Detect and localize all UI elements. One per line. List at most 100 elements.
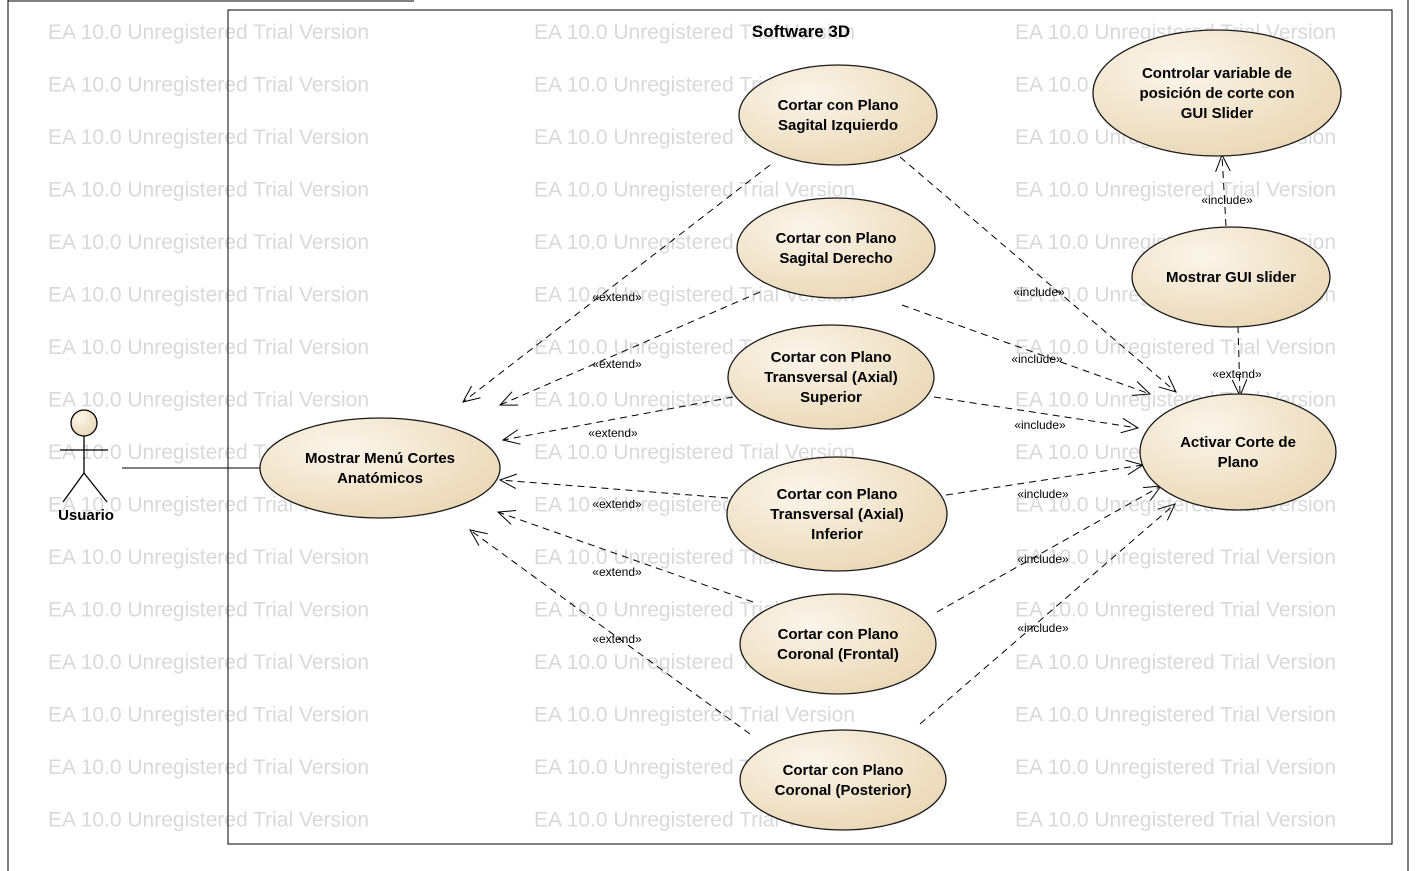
relationship-arrowhead — [498, 473, 518, 490]
system-boundary-title: Software 3D — [752, 22, 850, 41]
relationship-stereotype-label: «extend» — [1212, 367, 1262, 381]
use-case-label: Sagital Derecho — [779, 250, 892, 267]
use-case-controlar[interactable]: Controlar variable de posición de corte c… — [1092, 29, 1342, 157]
relationship-arrowhead — [1157, 503, 1176, 521]
relationship-sag_izq-menu[interactable]: «extend» — [462, 164, 771, 403]
use-case-label: Coronal (Frontal) — [777, 646, 899, 663]
relationship-stereotype-label: «include» — [1011, 352, 1063, 366]
relationship-arrowhead — [1120, 417, 1140, 434]
relationship-line — [469, 529, 751, 735]
relationship-arrowhead — [496, 510, 516, 525]
use-case-ellipse — [259, 417, 501, 519]
relationship-arrowhead — [498, 391, 519, 406]
relationship-stereotype-label: «extend» — [588, 426, 638, 440]
relationship-stereotype-label: «include» — [1014, 418, 1066, 432]
use-case-label: Cortar con Plano — [778, 97, 899, 114]
use-case-label: Transversal (Axial) — [770, 506, 903, 523]
use-case-label: Anatómicos — [337, 470, 423, 487]
use-case-ellipse — [1139, 393, 1337, 511]
relationship-arrowhead — [501, 429, 521, 445]
watermark-text: EA 10.0 Unregistered Trial Version — [1015, 179, 1336, 202]
watermark-text: EA 10.0 Unregistered Trial Version — [48, 546, 369, 569]
watermark-text: EA 10.0 Unregistered Trial Version — [1015, 756, 1336, 779]
actor-label: Usuario — [58, 507, 114, 524]
use-case-ellipse — [739, 729, 947, 831]
watermark-text: EA 10.0 Unregistered Trial Version — [1015, 651, 1336, 674]
actor-usuario[interactable]: Usuario — [58, 409, 114, 524]
relationship-stereotype-label: «extend» — [592, 497, 642, 511]
watermark-text: EA 10.0 Unregistered Trial Version — [534, 704, 855, 727]
use-case-label: Controlar variable de — [1142, 65, 1292, 82]
use-case-label: Cortar con Plano — [771, 349, 892, 366]
relationship-stereotype-label: «extend» — [592, 357, 642, 371]
relationship-stereotype-label: «include» — [1201, 193, 1253, 207]
watermark-text: EA 10.0 Unregistered Trial Version — [48, 231, 369, 254]
watermark-text: EA 10.0 Unregistered Trial Version — [534, 284, 855, 307]
watermark-text: EA 10.0 Unregistered Trial Version — [1015, 599, 1336, 622]
use-case-ellipse — [1131, 226, 1331, 328]
use-case-label: Activar Corte de — [1180, 434, 1296, 451]
relationship-trans_inf-menu[interactable]: «extend» — [498, 473, 729, 511]
watermark-text: EA 10.0 Unregistered Trial Version — [48, 21, 369, 44]
relationship-stereotype-label: «include» — [1017, 552, 1069, 566]
use-case-label: Plano — [1218, 454, 1259, 471]
use-case-activar[interactable]: Activar Corte de Plano — [1139, 393, 1337, 511]
use-case-ellipse — [738, 64, 938, 166]
relationship-line — [899, 156, 1177, 393]
use-case-label: Cortar con Plano — [776, 230, 897, 247]
actor-left-leg — [62, 472, 85, 503]
use-case-ellipse — [727, 324, 935, 430]
relationship-sag_izq-activar[interactable]: «include» — [899, 156, 1177, 393]
use-case-label: Inferior — [811, 526, 863, 543]
use-case-label: Cortar con Plano — [777, 486, 898, 503]
actor-right-leg — [83, 472, 108, 503]
relationship-arrowhead — [1132, 381, 1152, 396]
relationships-layer: «extend» «extend» «extend» «extend» «extend»… — [462, 153, 1262, 735]
watermark-text: EA 10.0 Unregistered Trial Version — [534, 441, 855, 464]
watermark-text: EA 10.0 Unregistered Trial Version — [1015, 704, 1336, 727]
use-case-label: GUI Slider — [1181, 105, 1254, 122]
use-case-gui-slider[interactable]: Mostrar GUI slider — [1131, 226, 1331, 328]
watermark-text: EA 10.0 Unregistered Trial Version — [534, 179, 855, 202]
relationship-line — [945, 464, 1144, 496]
use-case-label: Transversal (Axial) — [764, 369, 897, 386]
relationship-stereotype-label: «extend» — [592, 290, 642, 304]
use-case-label: posición de corte con — [1139, 85, 1294, 102]
relationship-trans_sup-activar[interactable]: «include» — [933, 396, 1140, 434]
watermark-text: EA 10.0 Unregistered Trial Version — [48, 809, 369, 832]
relationship-trans_sup-menu[interactable]: «extend» — [501, 396, 734, 445]
relationship-cor_front-menu[interactable]: «extend» — [496, 510, 754, 603]
relationship-sag_der-menu[interactable]: «extend» — [498, 291, 761, 406]
relationship-sag_der-activar[interactable]: «include» — [901, 304, 1152, 396]
watermark-text: EA 10.0 Unregistered Trial Version — [48, 74, 369, 97]
use-case-label: Superior — [800, 389, 862, 406]
relationship-cor_post-menu[interactable]: «extend» — [469, 529, 751, 735]
watermark-text: EA 10.0 Unregistered Trial Version — [48, 651, 369, 674]
use-case-ellipse — [736, 197, 936, 299]
relationship-line — [499, 479, 729, 499]
use-case-label: Mostrar Menú Cortes — [305, 450, 455, 467]
watermark-text: EA 10.0 Unregistered Trial Version — [534, 21, 855, 44]
relationship-stereotype-label: «extend» — [592, 632, 642, 646]
relationship-line — [933, 396, 1139, 429]
use-case-label: Cortar con Plano — [783, 762, 904, 779]
relationship-arrowhead — [1158, 375, 1177, 393]
use-case-label: Mostrar GUI slider — [1166, 269, 1296, 286]
relationship-arrowhead — [469, 529, 488, 546]
relationship-line — [919, 503, 1176, 725]
watermark-text: EA 10.0 Unregistered Trial Version — [48, 756, 369, 779]
watermark-text: EA 10.0 Unregistered Trial Version — [48, 704, 369, 727]
use-case-label: Coronal (Posterior) — [775, 782, 912, 799]
relationship-stereotype-label: «extend» — [592, 565, 642, 579]
relationship-cor_post-activar[interactable]: «include» — [919, 503, 1176, 725]
relationship-stereotype-label: «include» — [1017, 621, 1069, 635]
